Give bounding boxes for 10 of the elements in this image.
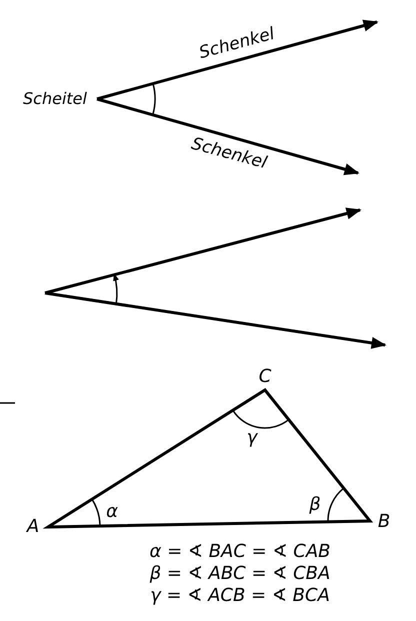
point-label: C [258,368,272,386]
angle-formula: α = ∢ BAC = ∢ CAB [150,543,330,561]
angle-formula: β = ∢ ABC = ∢ CBA [150,565,330,583]
point-label: B [378,513,390,531]
angle-formula: γ = ∢ ACB = ∢ BCA [150,587,330,605]
angle-label: β [309,496,321,514]
point-label: A [26,518,40,536]
angle-label: α [106,503,118,521]
vertex-label: Scheitel [23,91,87,107]
angle-label: γ [246,429,258,447]
